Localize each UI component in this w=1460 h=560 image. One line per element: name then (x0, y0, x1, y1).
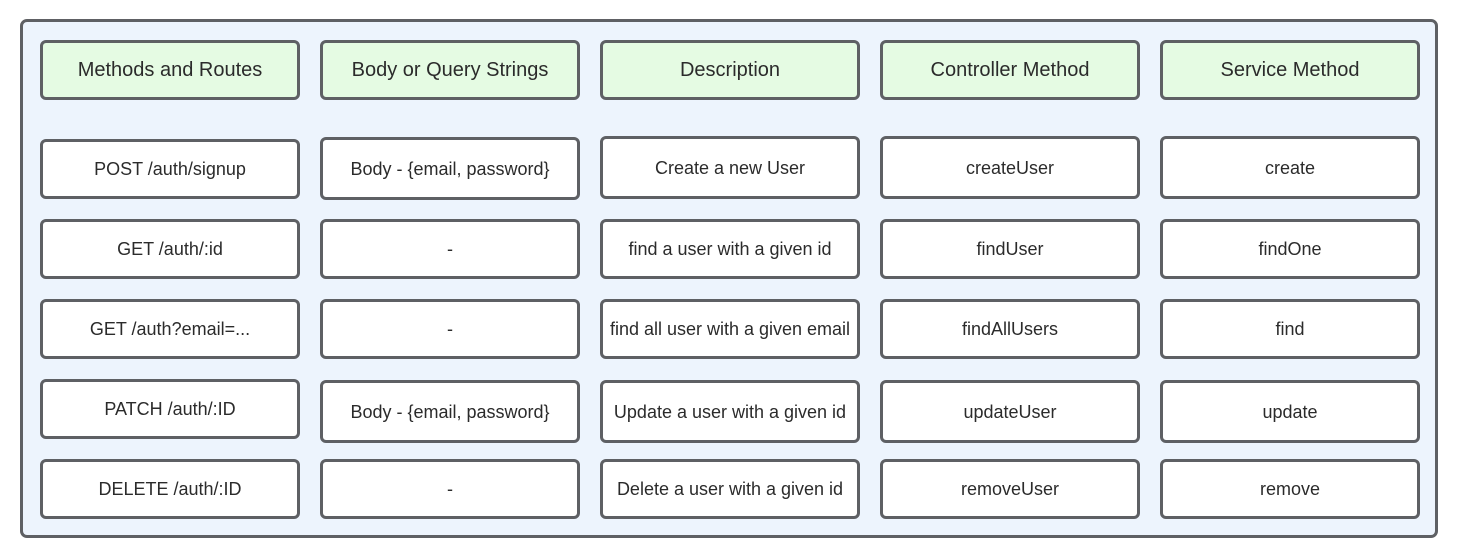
route-cell: PATCH /auth/:ID (40, 379, 300, 439)
header-description: Description (600, 40, 860, 100)
cell-text: POST /auth/signup (94, 159, 246, 179)
header-body-or-query-strings: Body or Query Strings (320, 40, 580, 100)
cell-text: Update a user with a given id (613, 401, 847, 422)
cell-text: PATCH /auth/:ID (104, 399, 236, 419)
controller-method-cell: updateUser (880, 380, 1140, 443)
cell-text: Delete a user with a given id (616, 479, 844, 499)
cell-text: GET /auth/:id (117, 239, 223, 259)
description-cell: Delete a user with a given id (600, 459, 860, 519)
description-cell: find a user with a given id (600, 219, 860, 279)
body-query-cell: Body - {email, password} (320, 380, 580, 443)
header-service-method: Service Method (1160, 40, 1420, 100)
cell-text: findUser (976, 239, 1044, 259)
cell-text: Body - {email, password} (350, 401, 550, 422)
header-label: Service Method (1220, 59, 1360, 81)
description-cell: Update a user with a given id (600, 380, 860, 443)
service-method-cell: findOne (1160, 219, 1420, 279)
controller-method-cell: findAllUsers (880, 299, 1140, 359)
controller-method-cell: findUser (880, 219, 1140, 279)
cell-text: updateUser (963, 401, 1057, 422)
route-cell: GET /auth?email=... (40, 299, 300, 359)
cell-text: find (1275, 319, 1305, 339)
controller-method-cell: removeUser (880, 459, 1140, 519)
cell-text: find all user with a given email (609, 319, 851, 339)
service-method-cell: update (1160, 380, 1420, 443)
cell-text: - (447, 239, 453, 259)
cell-text: remove (1259, 479, 1321, 499)
header-label: Controller Method (930, 59, 1090, 81)
cell-text: findAllUsers (961, 319, 1059, 339)
header-methods-and-routes: Methods and Routes (40, 40, 300, 100)
description-cell: Create a new User (600, 136, 860, 199)
body-query-cell: - (320, 299, 580, 359)
body-query-cell: Body - {email, password} (320, 137, 580, 200)
service-method-cell: remove (1160, 459, 1420, 519)
cell-text: removeUser (960, 479, 1060, 499)
header-controller-method: Controller Method (880, 40, 1140, 100)
service-method-cell: create (1160, 136, 1420, 199)
cell-text: - (447, 479, 453, 499)
header-label: Methods and Routes (77, 59, 263, 81)
cell-text: findOne (1258, 239, 1322, 259)
cell-text: update (1262, 401, 1318, 422)
cell-text: DELETE /auth/:ID (98, 479, 242, 499)
header-label: Description (679, 59, 781, 81)
controller-method-cell: createUser (880, 136, 1140, 199)
cell-text: Body - {email, password} (350, 158, 550, 179)
route-cell: DELETE /auth/:ID (40, 459, 300, 519)
cell-text: GET /auth?email=... (89, 319, 251, 339)
cell-text: create (1264, 157, 1316, 178)
body-query-cell: - (320, 219, 580, 279)
body-query-cell: - (320, 459, 580, 519)
route-cell: POST /auth/signup (40, 139, 300, 199)
route-cell: GET /auth/:id (40, 219, 300, 279)
service-method-cell: find (1160, 299, 1420, 359)
cell-text: - (447, 319, 453, 339)
cell-text: Create a new User (654, 157, 806, 178)
cell-text: find a user with a given id (628, 239, 832, 259)
header-label: Body or Query Strings (351, 59, 549, 81)
cell-text: createUser (965, 157, 1055, 178)
description-cell: find all user with a given email (600, 299, 860, 359)
